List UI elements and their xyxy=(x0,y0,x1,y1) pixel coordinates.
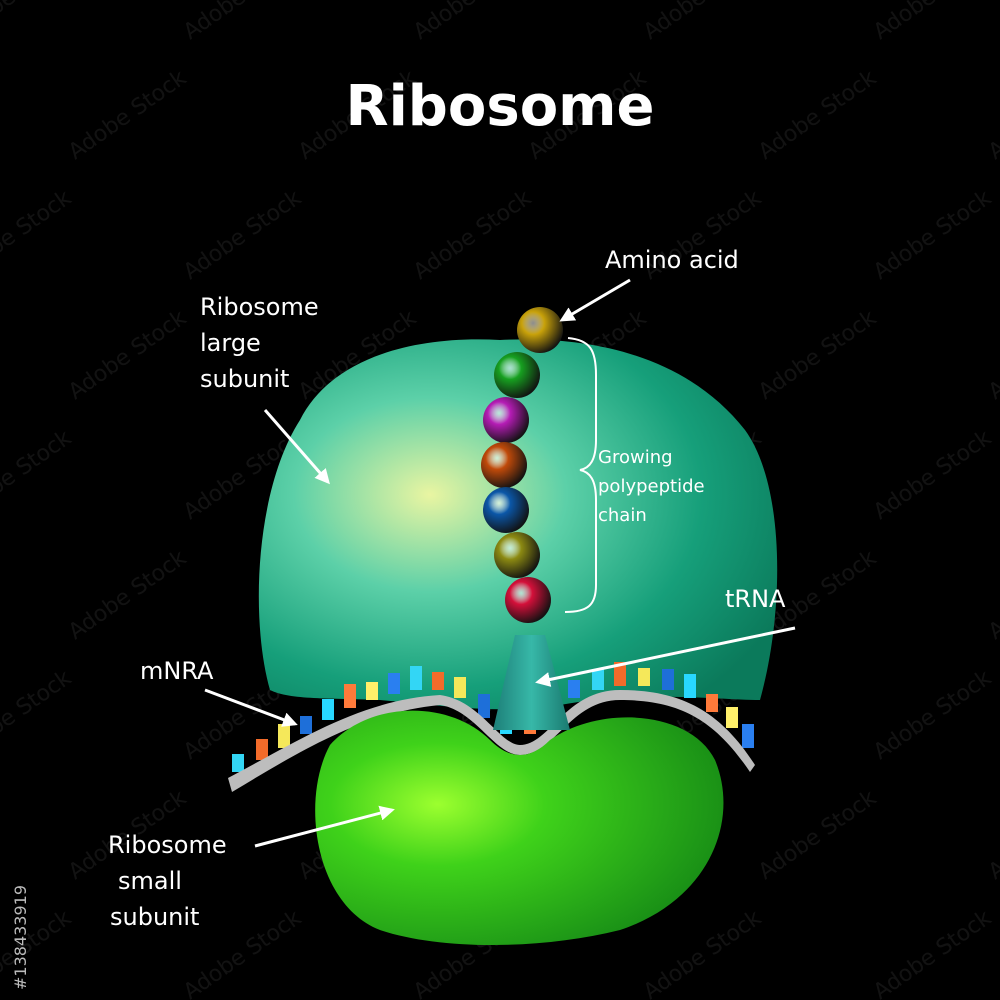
label-large-subunit: Ribosome large subunit xyxy=(200,293,319,393)
svg-text:subunit: subunit xyxy=(200,365,289,393)
mrna-codon xyxy=(592,669,604,690)
watermark-text: Adobe Stock xyxy=(639,0,766,45)
svg-text:small: small xyxy=(118,867,182,895)
diagram-title: Ribosome xyxy=(345,74,654,139)
amino-acid-bead xyxy=(505,577,551,623)
watermark-text: Adobe Stock xyxy=(64,65,191,164)
svg-text:Ribosome: Ribosome xyxy=(200,293,319,321)
mrna-codon xyxy=(726,707,738,728)
mrna-codon xyxy=(432,672,444,690)
amino-acid-bead xyxy=(481,442,527,488)
amino-acid-bead-new xyxy=(517,307,563,353)
svg-text:large: large xyxy=(200,329,261,357)
watermark-text: Adobe Stock xyxy=(409,0,536,45)
svg-text:Growing: Growing xyxy=(598,447,673,468)
watermark-text: Adobe Stock xyxy=(0,425,76,524)
svg-text:Ribosome: Ribosome xyxy=(108,831,227,859)
watermark-text: Adobe Stock xyxy=(179,0,306,45)
amino-acid-bead xyxy=(483,487,529,533)
watermark-text: Adobe Stock xyxy=(984,305,1000,404)
mrna-codon xyxy=(344,684,356,708)
arrow-trna xyxy=(535,626,796,687)
watermark-text: Adobe Stock xyxy=(869,905,996,1000)
mrna-codon xyxy=(478,694,490,718)
mrna-codons xyxy=(232,662,754,772)
watermark-text: Adobe Stock xyxy=(869,0,996,45)
amino-acid-bead xyxy=(483,397,529,443)
amino-acid-bead xyxy=(494,532,540,578)
mrna-codon xyxy=(684,674,696,698)
watermark-text: Adobe Stock xyxy=(64,305,191,404)
mrna-codon xyxy=(366,682,378,700)
mrna-codon xyxy=(388,673,400,694)
trna-shape xyxy=(493,635,570,730)
mrna-codon xyxy=(232,754,244,772)
watermark-text: Adobe Stock xyxy=(984,785,1000,884)
arrow-mrna xyxy=(204,688,298,727)
watermark-text: Adobe Stock xyxy=(754,65,881,164)
watermark-text: Adobe Stock xyxy=(869,185,996,284)
svg-text:subunit: subunit xyxy=(110,903,199,931)
mrna-codon xyxy=(662,669,674,690)
label-mrna: mNRA xyxy=(140,657,214,685)
mrna-codon xyxy=(614,662,626,686)
label-amino-acid: Amino acid xyxy=(605,246,739,274)
mrna-codon xyxy=(568,680,580,698)
mrna-codon xyxy=(300,716,312,734)
mrna-codon xyxy=(454,677,466,698)
polypeptide-chain xyxy=(481,307,563,623)
label-small-subunit: Ribosome small subunit xyxy=(108,831,227,931)
watermark-text: Adobe Stock xyxy=(64,545,191,644)
mrna-codon xyxy=(410,666,422,690)
stock-id: #138433919 xyxy=(11,885,30,990)
svg-text:polypeptide: polypeptide xyxy=(598,476,705,497)
mrna-codon xyxy=(256,739,268,760)
arrow-small-subunit xyxy=(254,805,395,848)
mrna-codon xyxy=(706,694,718,712)
amino-acid-bead xyxy=(494,352,540,398)
arrow-amino-acid xyxy=(559,278,631,322)
watermark-text: Adobe Stock xyxy=(179,185,306,284)
mrna-codon xyxy=(278,724,290,748)
svg-text:chain: chain xyxy=(598,505,647,526)
watermark-text: Adobe Stock xyxy=(0,185,76,284)
mrna-codon xyxy=(638,668,650,686)
watermark-text: Adobe Stock xyxy=(0,0,76,45)
watermark-text: Adobe Stock xyxy=(409,185,536,284)
mrna-strand xyxy=(228,690,755,792)
watermark-text: Adobe Stock xyxy=(0,665,76,764)
watermark-text: Adobe Stock xyxy=(984,545,1000,644)
watermark-text: Adobe Stock xyxy=(754,305,881,404)
mrna-codon xyxy=(742,724,754,748)
watermark-text: Adobe Stock xyxy=(869,665,996,764)
polypeptide-brace xyxy=(564,337,597,613)
watermark-text: Adobe Stock xyxy=(639,905,766,1000)
small-subunit-body xyxy=(315,710,724,945)
watermark-text: Adobe Stock xyxy=(754,785,881,884)
label-trna: tRNA xyxy=(725,585,786,613)
label-polypeptide: Growing polypeptide chain xyxy=(598,447,705,526)
watermark-text: Adobe Stock xyxy=(984,65,1000,164)
arrow-large-subunit xyxy=(263,409,330,485)
watermark-text: Adobe Stock xyxy=(869,425,996,524)
mrna-codon xyxy=(322,699,334,720)
